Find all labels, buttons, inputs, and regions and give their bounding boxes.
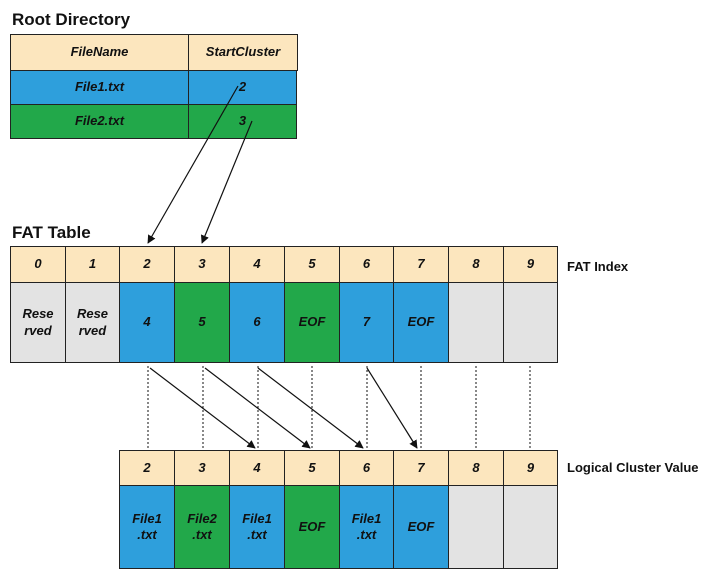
fat-table-title: FAT Table — [12, 223, 91, 242]
start-cluster-cell: 3 — [188, 104, 297, 139]
logical-cluster-label: Logical Cluster Value — [567, 460, 699, 475]
fat-value-cell: 4 — [119, 282, 175, 363]
fat-index-cell: 7 — [393, 246, 449, 283]
logical-value-cell — [503, 485, 558, 569]
logical-value-cell: File1 .txt — [119, 485, 175, 569]
logical-value-cell: File2 .txt — [174, 485, 230, 569]
start-cluster-arrow — [200, 120, 253, 244]
fat-value-cell: 5 — [174, 282, 230, 363]
fat-value-cell: 6 — [229, 282, 285, 363]
fat-index-cell: 4 — [229, 246, 285, 283]
logical-index-cell: 8 — [448, 450, 504, 486]
start-cluster-arrow — [147, 85, 239, 244]
fat-value-cell: EOF — [284, 282, 340, 363]
chain-arrow — [204, 367, 311, 449]
fat-value-cell: 7 — [339, 282, 394, 363]
fat-value-cell: Rese rved — [65, 282, 120, 363]
fat-value-cell: Rese rved — [10, 282, 66, 363]
logical-value-cell: EOF — [284, 485, 340, 569]
root-directory-title: Root Directory — [12, 10, 131, 29]
fat-index-cell: 0 — [10, 246, 66, 283]
logical-value-cell: File1 .txt — [339, 485, 394, 569]
logical-index-cell: 9 — [503, 450, 558, 486]
logical-value-cell — [448, 485, 504, 569]
logical-value-cell: EOF — [393, 485, 449, 569]
file-name-cell: File2.txt — [10, 104, 189, 139]
fat-value-cell — [503, 282, 558, 363]
chain-arrow — [366, 367, 418, 449]
chain-arrow — [149, 367, 256, 449]
fat-index-label: FAT Index — [567, 259, 629, 274]
header-startcluster: StartCluster — [188, 34, 298, 71]
fat-value-cell — [448, 282, 504, 363]
start-cluster-cell: 2 — [188, 70, 297, 105]
chain-arrow — [257, 367, 364, 449]
fat-index-cell: 9 — [503, 246, 558, 283]
fat-index-cell: 3 — [174, 246, 230, 283]
